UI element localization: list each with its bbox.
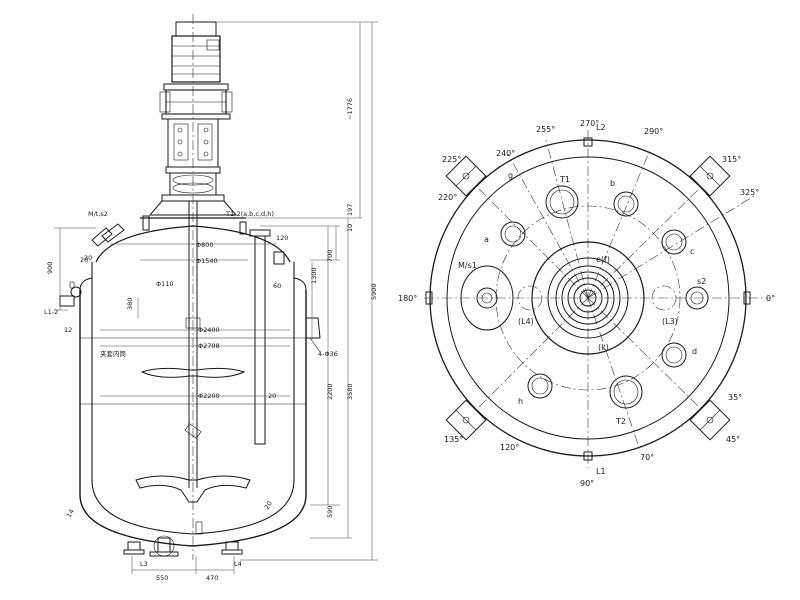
nozzle-l3: (L3) <box>662 317 678 326</box>
nozzle-h: h <box>518 397 523 406</box>
angle-120: 120° <box>500 443 519 452</box>
bottom-dim-1: 470 <box>206 574 218 582</box>
angle-270: 270° <box>580 119 599 128</box>
angle-90: 90° <box>580 479 594 488</box>
dim-right-0: 197 <box>346 204 354 216</box>
vessel-shell <box>79 217 307 547</box>
dim-right-6: 590 <box>326 506 334 518</box>
dim-total-height: 5900 <box>370 283 378 300</box>
angle-315: 315° <box>722 155 741 164</box>
manhole-label: M/t,s2 <box>88 210 108 218</box>
reducer <box>159 89 233 120</box>
diameter-6: 4-Φ36 <box>318 350 338 358</box>
agitator-shaft <box>184 201 202 488</box>
angle-225: 225° <box>442 155 461 164</box>
plan-view: 0° 35° 45° 70° 90° 120° 135° 180° 220° 2… <box>398 119 775 488</box>
nozzle-m-s1: M/s1 <box>458 261 477 270</box>
nozzle-l4: (L4) <box>518 317 534 326</box>
central-flange <box>531 241 645 355</box>
dim-right-4: 2200 <box>326 383 334 400</box>
upper-impeller <box>140 367 246 378</box>
nozzle-a: a <box>484 235 489 244</box>
nozzle-l2: L2 <box>596 123 606 132</box>
nozzle-g: g <box>508 171 513 180</box>
elevation-view: T1-2(a,b,c,d,h) M/t,s2 5900 ~1776 197 10… <box>44 14 378 582</box>
thickness-1: 20 <box>84 254 92 262</box>
thickness-0: 20 <box>268 392 276 400</box>
nozzle-t1: T1 <box>559 175 570 184</box>
angle-0: 0° <box>766 294 775 303</box>
angle-220: 220° <box>438 193 457 202</box>
nozzle-t2: T2 <box>615 417 626 426</box>
bottom-impeller <box>135 475 251 503</box>
dip-pipe <box>249 229 271 445</box>
dim-motor-height: ~1776 <box>346 98 354 120</box>
dimension-lines-left <box>54 227 290 574</box>
nozzle-b: b <box>610 179 615 188</box>
angle-180: 180° <box>398 294 417 303</box>
leg-label-l3: L3 <box>140 560 148 568</box>
diameter-4: Φ2708 <box>198 342 220 350</box>
diameter-1: Φ1540 <box>196 257 218 265</box>
side-nozzles <box>59 281 321 353</box>
leg-label-l1-2: L1-2 <box>44 308 58 316</box>
dim-left-1: 20 <box>80 256 88 264</box>
legs <box>123 521 243 557</box>
nozzle-list-label: T1-2(a,b,c,d,h) <box>225 210 274 218</box>
dim-right-5: 3580 <box>346 383 354 400</box>
nozzle-k: (k) <box>598 343 609 352</box>
dim-left-2: 380 <box>126 298 134 310</box>
angle-135: 135° <box>444 435 463 444</box>
diameter-2: Φ110 <box>156 280 174 288</box>
dim-left-3: 12 <box>64 326 72 334</box>
plan-nozzles <box>425 137 751 461</box>
nozzle-e-f: e(f) <box>596 255 610 264</box>
bottom-dim-0: 550 <box>156 574 168 582</box>
dim-left-0: 900 <box>46 262 54 274</box>
leg-label-l4: L4 <box>234 560 242 568</box>
angle-255: 255° <box>536 125 555 134</box>
jacket-note: 夹套内筒 <box>100 349 127 358</box>
thickness-2: 14 <box>65 508 76 519</box>
nozzle-l1: L1 <box>596 467 606 476</box>
angle-290: 290° <box>644 127 663 136</box>
dim-right-2: 700 <box>326 250 334 262</box>
diameter-3: Φ2400 <box>198 326 220 334</box>
thickness-3: 20 <box>263 500 274 511</box>
diameter-0: Φ800 <box>196 241 214 249</box>
top-nozzles <box>91 215 285 265</box>
dim-left-4: 60 <box>273 282 281 290</box>
motor <box>163 21 229 91</box>
nozzle-d: d <box>692 347 697 356</box>
dimension-lines-right <box>216 21 378 561</box>
dim-right-3: 1300 <box>310 267 318 284</box>
angle-45: 45° <box>726 435 740 444</box>
dim-left-5: 120 <box>276 234 288 242</box>
nozzle-c: c <box>690 247 694 256</box>
angle-240: 240° <box>496 149 515 158</box>
plan-bolt-circle <box>495 205 681 391</box>
angle-70: 70° <box>640 453 654 462</box>
diameter-5: Φ2200 <box>198 392 220 400</box>
angle-325: 325° <box>740 188 759 197</box>
dim-right-1: 10 <box>346 224 354 232</box>
support-lugs <box>445 155 731 441</box>
angle-35: 35° <box>728 393 742 402</box>
nozzle-s2: s2 <box>697 277 706 286</box>
